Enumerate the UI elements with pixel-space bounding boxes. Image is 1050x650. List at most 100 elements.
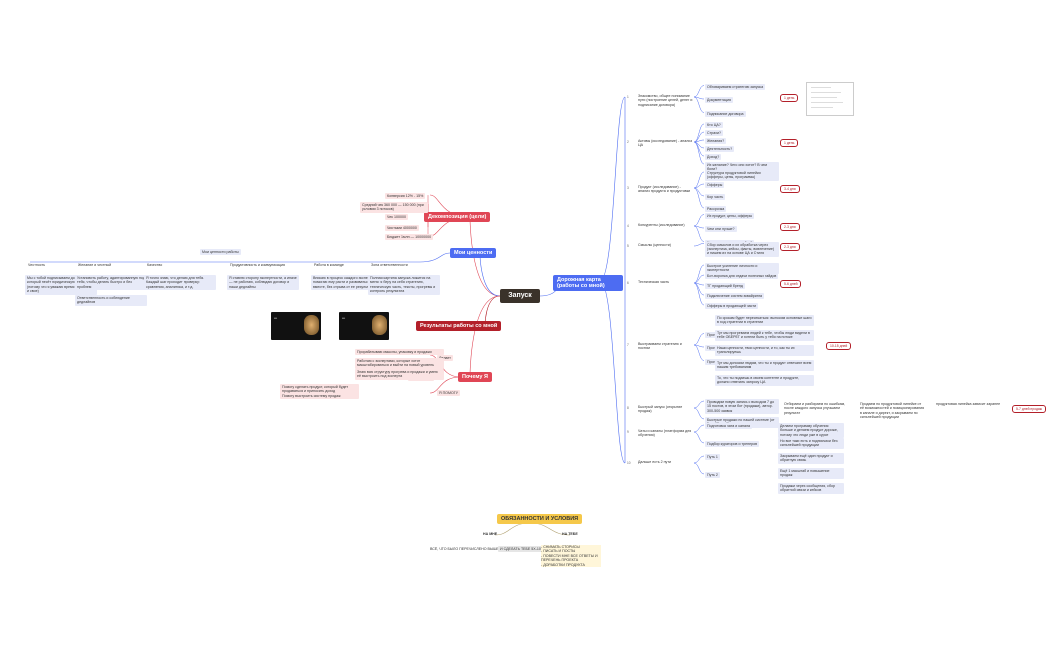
why-title[interactable]: Почему Я <box>458 372 492 382</box>
step-subitem[interactable]: Желания? <box>705 138 727 145</box>
duties-title[interactable]: ОБЯЗАННОСТИ И УСЛОВИЯ <box>497 514 583 524</box>
step-number: 5 <box>627 244 629 248</box>
decomposition-item: Средний чек 360 000 — 150 000 (при услов… <box>360 202 428 213</box>
connector <box>693 141 705 165</box>
duration-badge: 10-15 дней <box>826 342 852 350</box>
duration-badge: 1 день <box>780 139 799 147</box>
step-subitem[interactable]: Бот-воронка для отдачи полезных гайдов <box>705 273 779 280</box>
step-subitem[interactable]: Доход? <box>705 154 722 161</box>
step-label[interactable]: Техническая часть <box>638 280 670 284</box>
step-label[interactable]: Чаты и каналы (платформа для обучения) <box>638 429 692 438</box>
step-subitem[interactable]: Подбор кураторов и тренеров <box>705 441 759 448</box>
step-subitem[interactable]: Страхи? <box>705 130 724 137</box>
step-label[interactable]: Конкуренты (исследование) <box>638 223 685 227</box>
decomposition-item: Чистыми 4000000 <box>385 225 419 232</box>
step-subitem[interactable]: Путь 2 <box>705 472 720 479</box>
why-group-label[interactable]: Делает <box>437 355 453 362</box>
duration-badge: 3-4 дня <box>780 185 800 193</box>
step-extra: Продаем по продуктовой линейке от её воз… <box>860 402 925 420</box>
why-item: Работаю с экспертами, которые хотят масш… <box>355 358 444 369</box>
connector <box>693 462 705 475</box>
connector <box>693 333 705 346</box>
step-subitem[interactable]: Сбор смыслов и их обработка через (экспе… <box>705 241 779 257</box>
connector <box>693 431 705 444</box>
connector <box>693 344 705 361</box>
step-subitem[interactable]: Подписание договора <box>705 110 746 117</box>
result-thumbnail[interactable]: ••• <box>271 312 321 340</box>
connector <box>599 280 626 464</box>
why-item: Помогу выстроить систему продаж <box>280 393 359 400</box>
decomposition-title[interactable]: Декомпозиция (цели) <box>424 212 491 222</box>
step-number: 8 <box>627 406 629 410</box>
duration-badge: 2-3 дня <box>780 243 800 251</box>
step-detail: Закрываем ещё один продукт и обратную св… <box>778 453 844 464</box>
value-text: Я точно знаю, что делаю для тебя. Каждый… <box>144 275 216 291</box>
value-heading[interactable]: Продуктивность и коммуникация <box>230 263 285 267</box>
step-subitem[interactable]: Документация <box>705 97 733 104</box>
step-subitem[interactable]: Их продукт, цены, офферы <box>705 212 755 219</box>
step-subitem[interactable]: Обговариваем стратегию запуска <box>705 83 766 90</box>
portrait-image <box>304 315 319 335</box>
why-group-label[interactable]: Я ПОМОГУ <box>437 390 460 397</box>
step-subitem[interactable]: Чем они лучше? <box>705 226 737 233</box>
values-title[interactable]: Мои ценности <box>450 248 497 258</box>
value-text: Вникаю в процесс каждого эксперта и помо… <box>311 275 383 291</box>
step-number: 1 <box>627 95 629 99</box>
connector <box>693 96 705 113</box>
portrait-image <box>372 315 387 335</box>
value-heading[interactable]: Зона ответственности <box>371 263 408 267</box>
central-node[interactable]: Запуск <box>500 289 540 303</box>
step-subitem[interactable]: Структура продуктовой линейки (офферы, ц… <box>705 170 779 181</box>
why-item: Знаю всю структуру прогрева и продажи и … <box>355 369 444 380</box>
step-number: 6 <box>627 281 629 285</box>
result-thumbnail[interactable]: ••• <box>339 312 389 340</box>
step-label[interactable]: Активы (исследование) - анализ ЦА <box>638 139 693 148</box>
step-subitem[interactable]: Офферы в продающей части <box>705 303 759 310</box>
decomposition-item: Чек 100000 <box>385 214 408 221</box>
value-heading[interactable]: Желание и честный <box>78 263 112 267</box>
step-detail: Тут мы доносим людям, что ты и продукт о… <box>715 360 814 371</box>
step-extra: продуктовая линейка зависит заранее <box>936 402 1001 406</box>
step-label[interactable]: Продукт (исследование) - анализ продукта… <box>638 185 691 194</box>
step-label[interactable]: Знакомство, общее понимание пути (постро… <box>638 94 693 107</box>
value-heading[interactable]: Работа в команде <box>314 263 344 267</box>
connector <box>693 455 705 464</box>
duties-yours-list: - СНИМАТЬ СТОРИСЫ - ПИСАТЬ И ПОСТЫ - ПОВ… <box>541 545 601 568</box>
step-label[interactable]: Быстрый запуск (открытие продаж) <box>638 405 683 414</box>
step-extra: Отбираем и разбираем по ошибкам, после к… <box>784 402 846 415</box>
step-subitem[interactable]: ТГ продающий бренд <box>705 283 745 290</box>
step-subitem[interactable]: Рассрочка <box>705 206 727 213</box>
step-subitem[interactable]: Офферы <box>705 182 725 189</box>
step-subitem[interactable]: Подготовка чата и канала <box>705 423 753 430</box>
step-label[interactable]: Дальше есть 2 пути <box>638 460 671 464</box>
why-item: Прорабатываю смыслы, упаковку и продажи <box>355 349 444 356</box>
step-detail: Тут мы прогреваем людей к тебе, чтобы лю… <box>715 330 814 341</box>
duration-badge: 1 день <box>780 94 799 102</box>
duties-yours-item: - ПОВЕСТИ МНЕ ВСЕ ОТВЕТЫ И ПЕРЕЧЕНЬ ПРОЕ… <box>541 553 598 563</box>
step-subitem[interactable]: Быстрое усиление личности и экспертности <box>705 263 779 274</box>
value-heading[interactable]: Качество <box>147 263 163 267</box>
value-subtext: Ответственность и соблюдение дедлайнов <box>75 295 147 306</box>
duration-badge: 5-7 дней продаж <box>1012 405 1047 413</box>
thumb-caption: ••• <box>342 316 346 320</box>
value-heading[interactable]: Честность <box>28 263 46 267</box>
step-subitem[interactable]: Путь 1 <box>705 454 720 461</box>
step-subitem[interactable]: Кто ЦА? <box>705 122 723 129</box>
connector <box>469 295 501 378</box>
results-title[interactable]: Результаты работы со мной <box>416 321 502 331</box>
connector <box>693 424 705 433</box>
decomposition-item: Бюджет 1млн — 10000000 <box>385 234 434 241</box>
duties-mine-item: ВСЁ, ЧТО БЫЛО ПЕРЕЧИСЛЕНО ВЫШЕ <box>430 547 499 551</box>
step-subitem[interactable]: Их желание? Чего они хотят? В чем боли? <box>705 162 779 173</box>
document-preview-image[interactable] <box>806 82 854 116</box>
step-subitem[interactable]: Кор часть <box>705 194 726 201</box>
step-subitem[interactable]: Проводим новую запись с выходом 7 до 15 … <box>705 399 779 415</box>
step-label[interactable]: Смыслы (ценности) <box>638 243 671 247</box>
step-label[interactable]: Выстраиваем стратегию и постим <box>638 342 682 351</box>
step-subitem[interactable]: Деятельность? <box>705 146 735 153</box>
step-number: 10 <box>627 461 631 465</box>
step-subitem[interactable]: Подключение систем эквайринга <box>705 293 764 300</box>
roadmap-title[interactable]: Дорожная карта (работы со мной) <box>553 275 623 291</box>
connector <box>693 264 705 284</box>
